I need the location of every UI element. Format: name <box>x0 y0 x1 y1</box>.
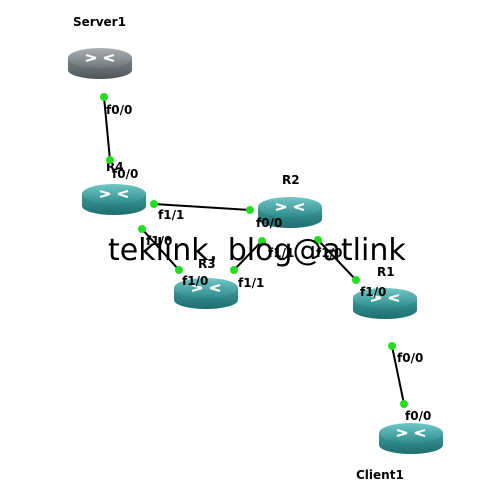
router-r3[interactable] <box>174 278 238 309</box>
link-server1-r4 <box>103 96 111 161</box>
port-dot-r3-f1-0 <box>175 266 183 274</box>
port-dot-r2-f1-1 <box>258 237 266 245</box>
port-dot-r1-f1-0 <box>352 276 360 284</box>
router-r1[interactable] <box>353 288 417 319</box>
port-dot-r4-f0-0 <box>106 156 114 164</box>
if-label-r3-f1-0: f1/0 <box>182 274 208 288</box>
if-label-r1-f0-0: f0/0 <box>397 351 423 365</box>
router-client1[interactable] <box>379 423 443 454</box>
node-label-server1: Server1 <box>73 15 126 29</box>
if-label-r4-f1-1: f1/1 <box>158 208 184 222</box>
if-label-r2-f1-1: f1/1 <box>268 246 294 260</box>
link-r2-r1 <box>317 239 357 281</box>
router-r2[interactable] <box>258 197 322 228</box>
port-dot-r1-f0-0 <box>388 342 396 350</box>
link-r1-client1 <box>391 345 405 405</box>
link-r2-r3 <box>233 240 263 271</box>
if-label-r1-f1-0: f1/0 <box>360 285 386 299</box>
port-dot-r4-f1-0 <box>138 225 146 233</box>
port-dot-r2-f0-0 <box>246 206 254 214</box>
if-label-r2-f0-0: f0/0 <box>256 216 282 230</box>
router-r4[interactable] <box>82 184 146 215</box>
port-dot-server1-f0-0 <box>100 93 108 101</box>
port-dot-r3-f1-1 <box>230 266 238 274</box>
port-dot-r4-f1-1 <box>150 200 158 208</box>
node-label-client1: Client1 <box>356 468 404 482</box>
router-server1[interactable] <box>68 48 132 79</box>
watermark-text: teklink. blog@atlink <box>108 233 406 268</box>
if-label-client1-f0-0: f0/0 <box>405 409 431 423</box>
if-label-r2-f1-0: f1/0 <box>316 246 342 260</box>
link-r4-r2 <box>153 203 251 211</box>
if-label-server1-f0-0: f0/0 <box>106 103 132 117</box>
node-label-r3: R3 <box>198 257 216 271</box>
port-dot-client1-f0-0 <box>400 400 408 408</box>
link-r4-r3 <box>141 228 180 271</box>
node-label-r1: R1 <box>377 265 395 279</box>
node-label-r2: R2 <box>282 173 300 187</box>
port-dot-r2-f1-0 <box>314 236 322 244</box>
if-label-r3-f1-1: f1/1 <box>238 276 264 290</box>
if-label-r4-f1-0: f1/0 <box>146 234 172 248</box>
if-label-r4-f0-0: f0/0 <box>112 167 138 181</box>
